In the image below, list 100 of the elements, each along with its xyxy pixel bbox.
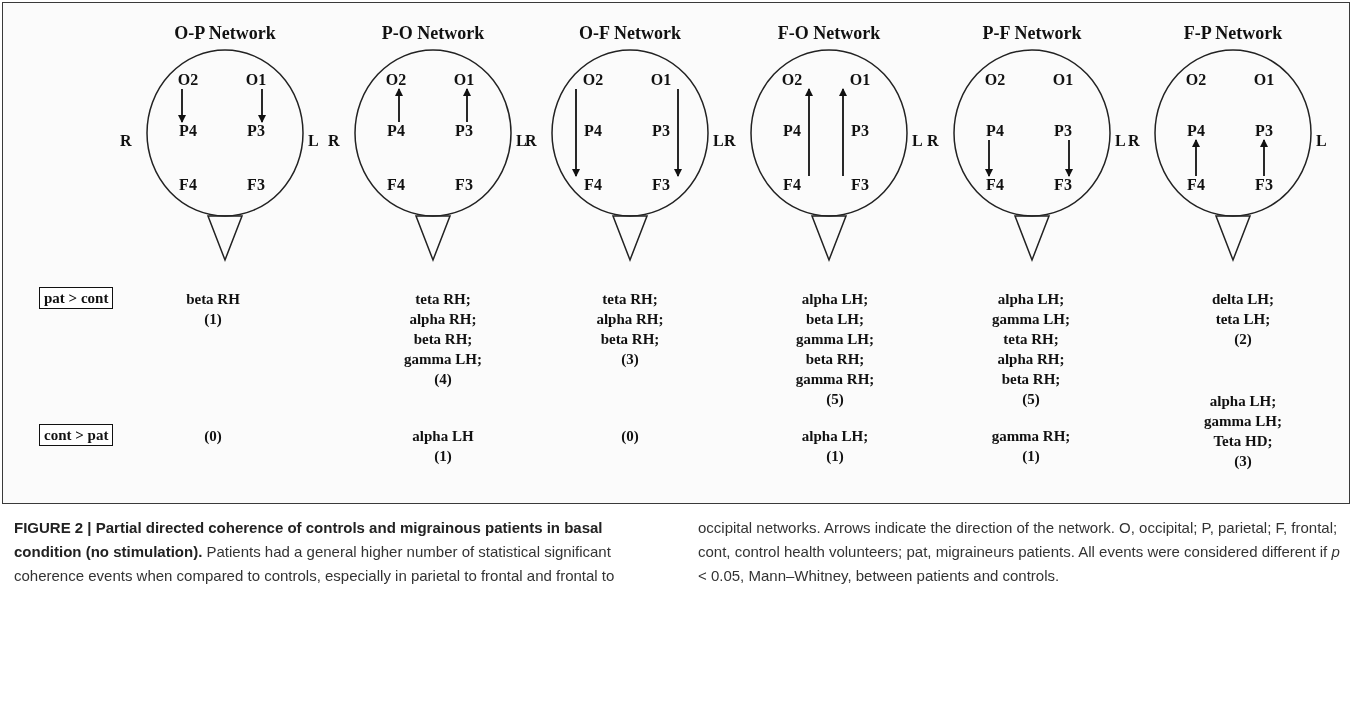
result-text: (4)	[433, 370, 453, 389]
network-title: P-O Network	[380, 23, 486, 44]
result-text: (1)	[825, 447, 845, 466]
electrode-label: P4	[168, 122, 208, 140]
arrow	[395, 88, 403, 123]
result-text: beta RH;	[599, 330, 661, 349]
result-text: beta LH;	[805, 310, 865, 329]
result-text: beta RH;	[804, 350, 866, 369]
electrode-label: P4	[1176, 122, 1216, 140]
arrow	[1065, 139, 1073, 177]
electrode-label: F4	[975, 176, 1015, 194]
electrode-label: F4	[1176, 176, 1216, 194]
result-text: teta RH;	[414, 290, 472, 309]
electrode-label: F4	[772, 176, 812, 194]
hemisphere-label: R	[328, 132, 340, 150]
arrow	[178, 88, 186, 123]
hemisphere-label: L	[1316, 132, 1327, 150]
hemisphere-label: R	[525, 132, 537, 150]
figure-caption: FIGURE 2 | Partial directed coherence of controls and migrainous patients in basal condition (no stimulation). Patients had a general higher number of statistical significant coherence events when compared to controls, especially in parietal to frontal and frontal to occipital networks. Arrows indicate the direction of the network. O, occipital; P, parietal; F, frontal; cont, control health volunteers; pat, migraineurs patients. All events were considered different if p < 0.05, Mann–Whitney, between patients and controls.	[14, 518, 1341, 586]
electrode-label: P3	[641, 122, 681, 140]
result-text: alpha LH;	[800, 427, 870, 446]
hemisphere-label: R	[927, 132, 939, 150]
result-text: beta RH	[185, 290, 241, 309]
result-text: gamma LH;	[795, 330, 875, 349]
electrode-label: P4	[376, 122, 416, 140]
electrode-label: P3	[444, 122, 484, 140]
network-title: P-F Network	[981, 23, 1083, 44]
electrode-label: O2	[772, 71, 812, 89]
electrode-label: F4	[168, 176, 208, 194]
result-text: teta LH;	[1214, 310, 1272, 329]
result-text: (0)	[203, 427, 223, 446]
result-text: (5)	[1021, 390, 1041, 409]
condition-box: pat > cont	[39, 287, 114, 309]
arrow	[258, 88, 266, 123]
arrow	[1192, 139, 1200, 177]
result-text: (1)	[433, 447, 453, 466]
arrow	[674, 88, 682, 177]
arrow	[1260, 139, 1268, 177]
result-text: teta RH;	[601, 290, 659, 309]
electrode-label: O1	[444, 71, 484, 89]
electrode-label: F3	[840, 176, 880, 194]
result-text: alpha RH;	[996, 350, 1066, 369]
hemisphere-label: L	[516, 132, 527, 150]
result-text: (1)	[1021, 447, 1041, 466]
hemisphere-label: L	[713, 132, 724, 150]
result-text: alpha LH;	[1208, 392, 1278, 411]
result-text: alpha RH;	[408, 310, 478, 329]
electrode-label: P3	[1244, 122, 1284, 140]
hemisphere-label: R	[1128, 132, 1140, 150]
result-text: alpha LH	[411, 427, 475, 446]
electrode-label: O1	[1244, 71, 1284, 89]
electrode-label: F3	[1043, 176, 1083, 194]
result-text: gamma LH;	[1203, 412, 1283, 431]
network-title: F-P Network	[1182, 23, 1284, 44]
electrode-label: O1	[1043, 71, 1083, 89]
result-text: beta RH;	[1000, 370, 1062, 389]
result-text: (3)	[1233, 452, 1253, 471]
hemisphere-label: R	[724, 132, 736, 150]
electrode-label: P4	[975, 122, 1015, 140]
result-text: gamma LH;	[403, 350, 483, 369]
electrode-label: O2	[1176, 71, 1216, 89]
result-text: gamma LH;	[991, 310, 1071, 329]
arrow	[805, 88, 813, 177]
result-text: beta RH;	[412, 330, 474, 349]
result-text: (1)	[203, 310, 223, 329]
network-title: F-O Network	[776, 23, 882, 44]
electrode-label: F3	[236, 176, 276, 194]
result-text: delta LH;	[1210, 290, 1276, 309]
electrode-label: P3	[840, 122, 880, 140]
hemisphere-label: L	[1115, 132, 1126, 150]
electrode-label: P3	[236, 122, 276, 140]
arrow	[463, 88, 471, 123]
result-text: (0)	[620, 427, 640, 446]
electrode-label: F3	[444, 176, 484, 194]
result-text: teta RH;	[1002, 330, 1060, 349]
electrode-label: O2	[168, 71, 208, 89]
arrow	[839, 88, 847, 177]
electrode-label: F3	[1244, 176, 1284, 194]
result-text: gamma RH;	[990, 427, 1072, 446]
electrode-label: P3	[1043, 122, 1083, 140]
electrode-label: F4	[376, 176, 416, 194]
result-text: (2)	[1233, 330, 1253, 349]
hemisphere-label: L	[912, 132, 923, 150]
result-text: alpha RH;	[595, 310, 665, 329]
electrode-label: O2	[975, 71, 1015, 89]
electrode-label: P4	[573, 122, 613, 140]
network-title: O-P Network	[173, 23, 277, 44]
result-text: alpha LH;	[800, 290, 870, 309]
hemisphere-label: R	[120, 132, 132, 150]
electrode-label: O2	[376, 71, 416, 89]
electrode-label: P4	[772, 122, 812, 140]
hemisphere-label: L	[308, 132, 319, 150]
arrow	[985, 139, 993, 177]
electrode-label: O2	[573, 71, 613, 89]
condition-box: cont > pat	[39, 424, 114, 446]
result-text: (5)	[825, 390, 845, 409]
electrode-label: O1	[236, 71, 276, 89]
electrode-label: O1	[641, 71, 681, 89]
result-text: alpha LH;	[996, 290, 1066, 309]
network-title: O-F Network	[578, 23, 682, 44]
